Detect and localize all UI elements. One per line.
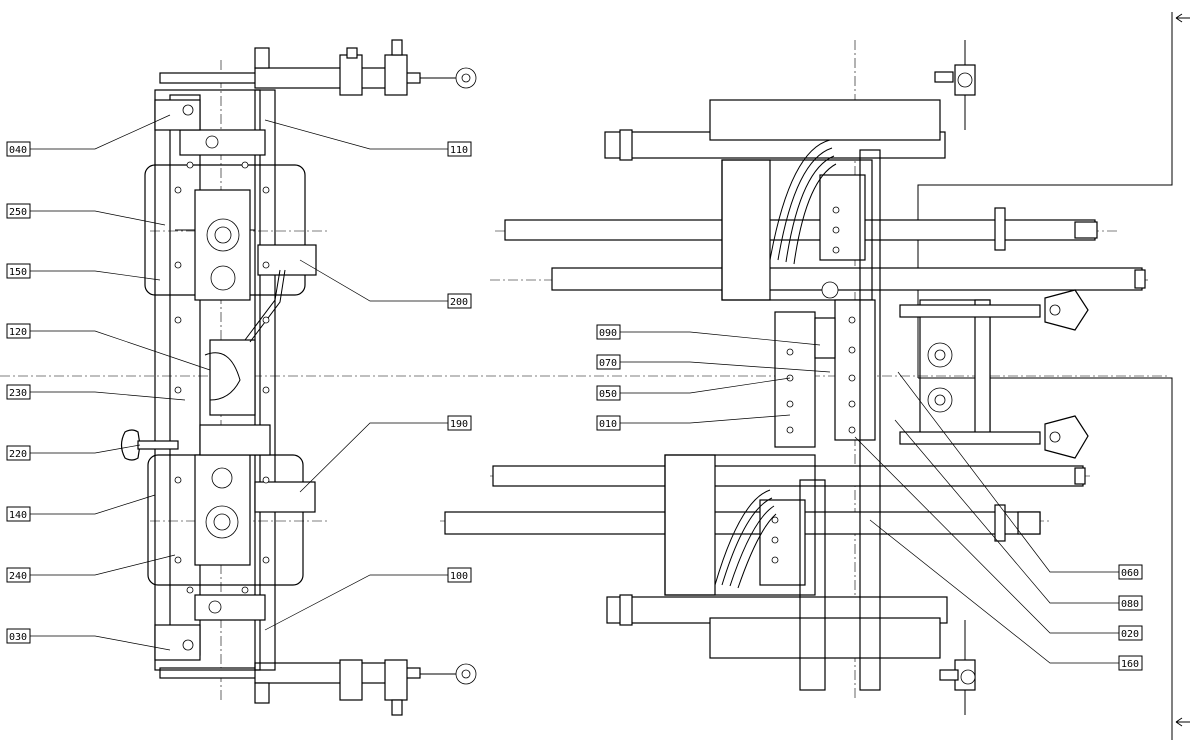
callout-250: 250 (6, 203, 31, 219)
callout-160: 160 (1118, 655, 1143, 671)
callout-010: 010 (596, 415, 621, 431)
callout-240: 240 (6, 567, 31, 583)
callout-020: 020 (1118, 625, 1143, 641)
callout-040: 040 (6, 141, 31, 157)
callout-150-label: 150 (9, 267, 27, 278)
callout-150: 150 (6, 263, 31, 279)
callout-090: 090 (596, 324, 621, 340)
callout-070: 070 (596, 354, 621, 370)
callout-050-label: 050 (599, 389, 617, 400)
callout-090-label: 090 (599, 328, 617, 339)
callout-100: 100 (447, 567, 472, 583)
callout-200: 200 (447, 293, 472, 309)
callout-220: 220 (6, 445, 31, 461)
callout-110: 110 (447, 141, 472, 157)
left-bolts (174, 161, 270, 594)
callout-100-label: 100 (450, 571, 468, 582)
callout-040-label: 040 (9, 145, 27, 156)
callout-080-label: 080 (1121, 599, 1139, 610)
right-assembly (444, 40, 1146, 715)
callout-110-label: 110 (450, 145, 468, 156)
callout-010-label: 010 (599, 419, 617, 430)
callout-030: 030 (6, 628, 31, 644)
callout-020-label: 020 (1121, 629, 1139, 640)
callout-200-label: 200 (450, 297, 468, 308)
callout-060: 060 (1118, 564, 1143, 580)
leader-lines (30, 114, 1119, 664)
right-bolts (771, 206, 856, 564)
callout-050: 050 (596, 385, 621, 401)
callout-250-label: 250 (9, 207, 27, 218)
left-assembly (120, 39, 477, 716)
callout-120: 120 (6, 323, 31, 339)
callout-070-label: 070 (599, 358, 617, 369)
callout-060-label: 060 (1121, 568, 1139, 579)
callout-230: 230 (6, 384, 31, 400)
callout-080: 080 (1118, 595, 1143, 611)
callout-160-label: 160 (1121, 659, 1139, 670)
callout-030-label: 030 (9, 632, 27, 643)
callout-220-label: 220 (9, 449, 27, 460)
callout-240-label: 240 (9, 571, 27, 582)
callout-120-label: 120 (9, 327, 27, 338)
callout-140: 140 (6, 506, 31, 522)
callout-190: 190 (447, 415, 472, 431)
callout-140-label: 140 (9, 510, 27, 521)
callout-190-label: 190 (450, 419, 468, 430)
callout-230-label: 230 (9, 388, 27, 399)
